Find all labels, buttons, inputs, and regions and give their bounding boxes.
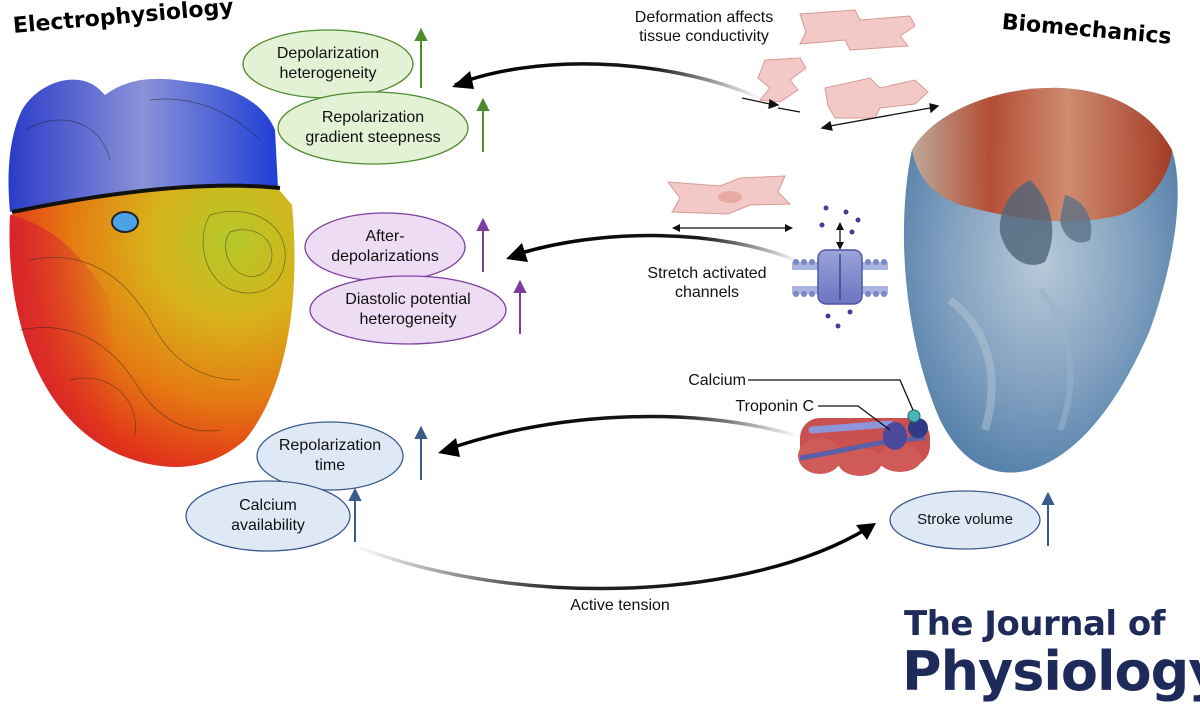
journal-title-line1: The Journal of: [904, 604, 1166, 644]
troponin-pointer: [818, 405, 891, 431]
repolarization-time-bubble: Repolarization time: [278, 437, 382, 474]
stretched-cell-illustration: [666, 175, 793, 232]
arrow-stretch-to-purple: [506, 233, 801, 264]
troponin-label: Troponin C: [735, 398, 814, 415]
troponin-calcium-illustration: [798, 409, 930, 476]
arrow-active-tension: [354, 523, 876, 591]
electrophysiology-heart: [8, 78, 295, 467]
green-bubbles: [242, 29, 469, 165]
calcium-availability-bubble: Calcium availability: [231, 497, 305, 534]
stretch-channel-illustration: [792, 205, 888, 329]
arrow-troponin-to-blue: [438, 414, 799, 457]
stroke-volume-bubble: Stroke volume: [917, 511, 1013, 528]
deformation-cells-illustration: [757, 9, 929, 119]
afterdepolarizations-bubble: After- depolarizations: [331, 228, 439, 265]
calcium-label: Calcium: [688, 372, 746, 389]
deformation-arrows: [741, 97, 940, 131]
journal-title-line2: Physiology: [902, 640, 1200, 703]
purple-bubbles: [304, 212, 507, 345]
depolarization-heterogeneity-bubble: Depolarization heterogeneity: [276, 45, 380, 82]
repolarization-gradient-bubble: Repolarization gradient steepness: [305, 109, 441, 146]
stretch-channels-label: Stretch activated channels: [647, 265, 767, 301]
active-tension-label: Active tension: [570, 597, 670, 614]
increase-arrows: [348, 27, 1055, 546]
diastolic-potential-bubble: Diastolic potential heterogeneity: [345, 291, 471, 328]
biomechanics-heart: [903, 87, 1178, 473]
deformation-label: Deformation affects tissue conductivity: [634, 9, 774, 45]
blue-bubbles: [185, 421, 1041, 552]
arrow-deformation-to-green: [452, 62, 761, 100]
calcium-pointer: [748, 379, 914, 411]
